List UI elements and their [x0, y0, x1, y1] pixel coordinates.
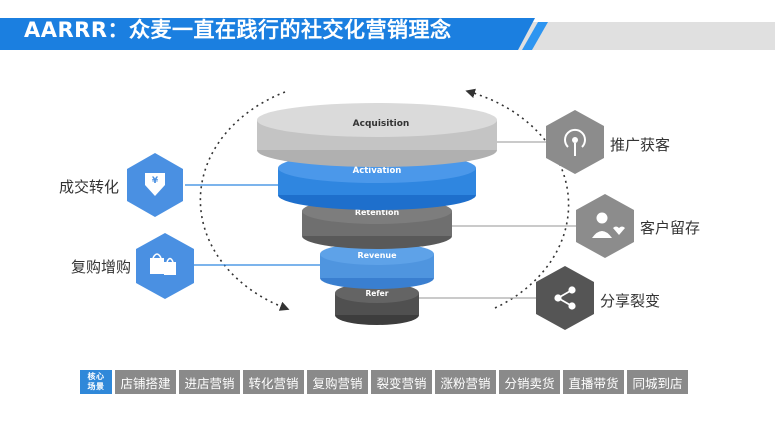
user-heart-icon — [592, 212, 625, 238]
node-share — [536, 266, 594, 330]
scene-item: 店铺搭建 — [115, 370, 176, 394]
header-banner: AARRR：众麦一直在践行的社交化营销理念 — [0, 0, 775, 58]
core-scenes-heading-line-1: 核心 — [87, 372, 105, 381]
label-deal-conversion: 成交转化 — [59, 178, 120, 196]
scene-item: 进店营销 — [179, 370, 240, 394]
funnel-stage-refer: Refer — [335, 283, 419, 325]
node-promotion — [546, 110, 604, 174]
header-gray-band — [506, 22, 775, 50]
page-title: AARRR：众麦一直在践行的社交化营销理念 — [24, 18, 452, 42]
scene-item: 转化营销 — [243, 370, 304, 394]
node-retention — [576, 194, 634, 258]
scene-item: 裂变营销 — [371, 370, 432, 394]
header-background — [0, 18, 775, 50]
node-deal-conversion: ¥ — [127, 153, 183, 217]
scene-item: 涨粉营销 — [435, 370, 496, 394]
share-icon — [554, 286, 576, 310]
core-scenes-heading: 核心 场景 — [80, 370, 112, 394]
scene-item: 直播带货 — [563, 370, 624, 394]
scene-item: 复购营销 — [307, 370, 368, 394]
label-repurchase: 复购增购 — [71, 258, 132, 276]
funnel-label-revenue: Revenue — [357, 251, 397, 260]
core-scenes-heading-line-2: 场景 — [87, 382, 105, 391]
funnel-label-activation: Activation — [353, 166, 402, 176]
yen-box-icon: ¥ — [145, 173, 165, 196]
core-scenes-strip: 核心 场景 店铺搭建 进店营销 转化营销 复购营销 裂变营销 涨粉营销 分销卖货… — [80, 370, 688, 394]
svg-text:¥: ¥ — [152, 176, 159, 186]
node-repurchase — [136, 233, 194, 299]
header-accent-stripe — [522, 22, 548, 50]
cycle-arrow-right — [465, 88, 570, 309]
aarrr-diagram: Refer Revenue Retention Activation Acqui… — [127, 88, 634, 330]
funnel-stage-acquisition: Acquisition — [257, 103, 497, 167]
label-retention: 客户留存 — [640, 219, 701, 237]
label-promotion: 推广获客 — [610, 136, 671, 154]
funnel-label-refer: Refer — [366, 289, 389, 298]
header-blue-band — [0, 18, 535, 50]
funnel-label-retention: Retention — [355, 208, 400, 217]
funnel-label-acquisition: Acquisition — [353, 119, 410, 129]
scene-item: 同城到店 — [627, 370, 688, 394]
label-share: 分享裂变 — [600, 292, 661, 310]
funnel-stage-revenue: Revenue — [320, 243, 434, 289]
scene-item: 分销卖货 — [499, 370, 560, 394]
cycle-arrow-left — [199, 91, 290, 311]
shopping-bags-icon — [150, 253, 176, 275]
broadcast-icon — [564, 128, 586, 156]
